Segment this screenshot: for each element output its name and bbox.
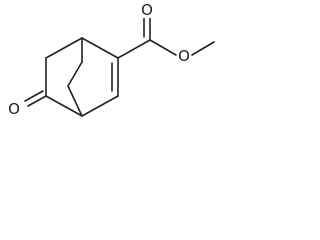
bicyclic-skeleton	[45, 37, 119, 117]
bond-ketone-carbon-to-bridgehead-bottom	[45, 95, 83, 117]
ester-oxygen-label: O	[178, 47, 190, 65]
bond-bridge-middle	[67, 61, 83, 87]
chemical-structure-diagram: O O O	[6, 1, 215, 118]
bond-bridgehead-top-to-c-left-upper	[45, 37, 83, 59]
bond-ester-carbon-to-ester-oxygen	[149, 39, 177, 56]
bond-alkene-c3-to-bridgehead-bottom	[81, 95, 119, 117]
atom-labels: O O O	[6, 1, 191, 118]
bond-bridge-bottom	[67, 85, 83, 117]
methyl-ester-group	[117, 16, 215, 59]
bond-alkene-c2-to-ester-carbon	[117, 39, 151, 59]
ketone-oxygen-label: O	[8, 100, 20, 118]
bond-ketone-double-2	[24, 90, 44, 102]
bond-ester-oxygen-to-methyl	[191, 41, 215, 56]
carbonyl-oxygen-label: O	[141, 1, 153, 19]
bond-ketone-double-1	[27, 95, 47, 107]
bond-bridgehead-top-to-alkene-c2	[81, 37, 119, 59]
ketone-group	[24, 90, 47, 107]
